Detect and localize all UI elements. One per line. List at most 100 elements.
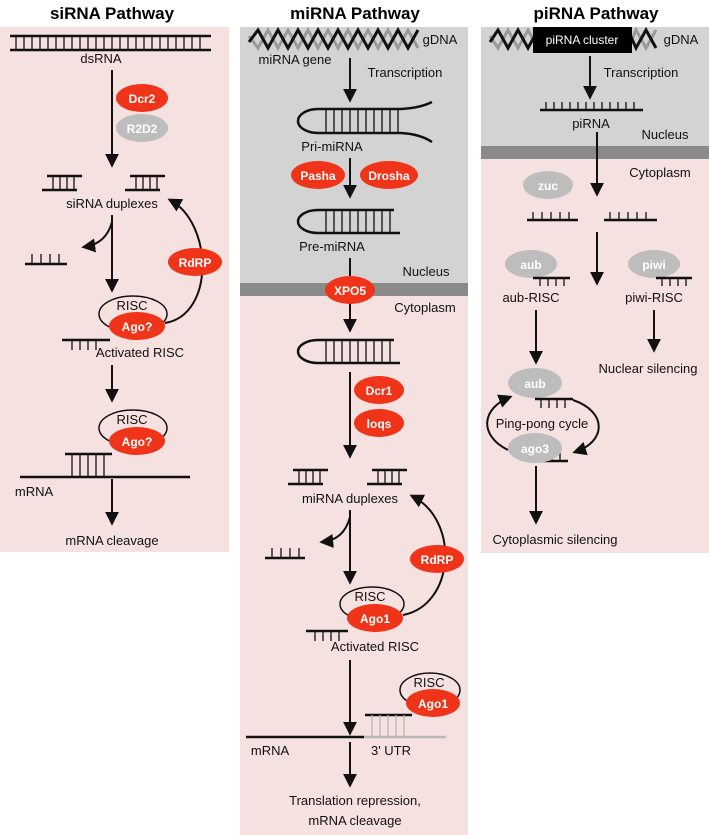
- pirna-title: piRNA Pathway: [533, 4, 659, 23]
- pirna-aub-enzyme-2: [508, 368, 562, 398]
- pirna-cytoplasm-label: Cytoplasm: [629, 165, 690, 180]
- sirna-rdrp-label: RdRP: [179, 256, 212, 270]
- mirna-exported-hairpin: [296, 338, 400, 365]
- mirna-outcome-label-1: Translation repression,: [289, 793, 421, 808]
- sirna-activated-strand: [62, 338, 110, 350]
- sirna-activated-label: Activated RISC: [96, 345, 184, 360]
- mirna-duplexes-label: miRNA duplexes: [302, 491, 399, 506]
- pirna-fragments: [527, 212, 657, 222]
- mirna-ago1-label-2: Ago1: [418, 697, 448, 711]
- mirna-title: miRNA Pathway: [290, 4, 420, 23]
- mirna-utr-label: 3' UTR: [371, 743, 411, 758]
- sirna-rdrp-enzyme: [168, 248, 222, 276]
- mirna-nucleus-label: Nucleus: [403, 264, 450, 279]
- pirna-membrane: [481, 146, 709, 159]
- pirna-piwi-label: piwi: [642, 258, 665, 272]
- pirna-piwi-risc-label: piwi-RISC: [625, 290, 683, 305]
- mirna-mrna-target: [246, 713, 446, 739]
- sirna-risc-label-1: RISC: [116, 298, 147, 313]
- sirna-r2d2-label: R2D2: [127, 122, 158, 136]
- sirna-duplex-left: [42, 174, 82, 192]
- mirna-gdna-helix: [247, 26, 420, 52]
- sirna-mrna-target: [20, 452, 190, 479]
- mirna-pasha-enzyme: [291, 161, 345, 189]
- mirna-pre-label: Pre-miRNA: [299, 239, 365, 254]
- mirna-ago1-enzyme-1: [347, 604, 403, 632]
- mirna-rdrp-label: RdRP: [421, 553, 454, 567]
- pirna-ago3-enzyme: [508, 433, 562, 463]
- mirna-duplex-right: [367, 468, 407, 486]
- mirna-dcr1-label: Dcr1: [366, 384, 393, 398]
- mirna-drosha-enzyme: [360, 161, 418, 189]
- mirna-activated-strand: [306, 629, 348, 641]
- pirna-cytoplasm-panel: [481, 159, 709, 553]
- pirna-nuclear-silencing-label: Nuclear silencing: [599, 361, 698, 376]
- sirna-duplex-right: [125, 174, 165, 192]
- mirna-outcome-label-2: mRNA cleavage: [308, 813, 401, 828]
- sirna-title: siRNA Pathway: [50, 4, 175, 23]
- pirna-pingpong-arrow-right: [572, 399, 600, 456]
- mirna-pri-label: Pri-miRNA: [301, 139, 363, 154]
- sirna-dcr2-label: Dcr2: [129, 92, 156, 106]
- sirna-risc-label-2: RISC: [116, 412, 147, 427]
- mirna-xpo5-label: XPO5: [334, 284, 366, 298]
- sirna-ago-label-1: Ago?: [122, 320, 153, 334]
- sirna-dsrna-rungs: [15, 36, 201, 50]
- pirna-gdna-label: gDNA: [664, 32, 699, 47]
- mirna-cytoplasm-label: Cytoplasm: [394, 300, 455, 315]
- mirna-dcr1-enzyme: [354, 376, 404, 404]
- sirna-discard-arrow: [81, 221, 113, 253]
- sirna-ago-enzyme-1: [109, 312, 165, 340]
- mirna-drosha-label: Drosha: [368, 169, 410, 183]
- sirna-ago-enzyme-2: [109, 427, 165, 455]
- mirna-xpo5-enzyme: [325, 276, 375, 304]
- mirna-nucleus-panel: [240, 27, 468, 283]
- mirna-ago1-enzyme-2: [406, 689, 460, 717]
- sirna-r2d2-enzyme: [116, 114, 168, 142]
- sirna-dsrna-ladder: [10, 34, 211, 52]
- pirna-aub-risc-label: aub-RISC: [502, 290, 559, 305]
- pirna-cluster-box: [533, 27, 632, 53]
- pirna-aub-label-2: aub: [524, 377, 545, 391]
- mirna-mrna-label: mRNA: [251, 743, 290, 758]
- pirna-transcript-label: piRNA: [572, 116, 610, 131]
- pirna-cytoplasmic-silencing-label: Cytoplasmic silencing: [493, 532, 618, 547]
- sirna-outcome-label: mRNA cleavage: [65, 533, 158, 548]
- mirna-risc-label-1: RISC: [354, 589, 385, 604]
- pirna-nucleus-label: Nucleus: [642, 127, 689, 142]
- sirna-duplexes-label: siRNA duplexes: [66, 196, 158, 211]
- mirna-loqs-label: loqs: [367, 417, 392, 431]
- mirna-gene-label: miRNA gene: [259, 52, 332, 67]
- sirna-mrna-label: mRNA: [15, 484, 54, 499]
- pirna-transcription-label: Transcription: [604, 65, 679, 80]
- mirna-gdna-label: gDNA: [423, 32, 458, 47]
- pirna-aub-label-1: aub: [520, 258, 541, 272]
- mirna-discarded-strand: [265, 548, 305, 560]
- mirna-discard-arrow: [319, 516, 351, 548]
- sirna-dcr2-enzyme: [116, 84, 168, 112]
- pirna-piwi-strand: [656, 276, 692, 286]
- pirna-pingpong-arrow-left: [486, 394, 513, 451]
- pirna-zuc-enzyme: [523, 171, 573, 199]
- pirna-pingpong-label: Ping-pong cycle: [496, 416, 589, 431]
- mirna-pre-hairpin: [296, 208, 400, 235]
- mirna-loqs-enzyme: [354, 409, 404, 437]
- mirna-pri-hairpin: [296, 100, 433, 144]
- mirna-ago1-label-1: Ago1: [360, 612, 390, 626]
- pirna-aub-enzyme-1: [505, 250, 557, 278]
- mirna-pasha-label: Pasha: [300, 169, 336, 183]
- sirna-ago-label-2: Ago?: [122, 435, 153, 449]
- mirna-duplex-left: [288, 468, 328, 486]
- mirna-activated-label: Activated RISC: [331, 639, 419, 654]
- pirna-zuc-label: zuc: [538, 179, 558, 193]
- sirna-cytoplasm-panel: [0, 27, 229, 552]
- pirna-transcript: [540, 102, 643, 112]
- mirna-transcription-label: Transcription: [368, 65, 443, 80]
- pirna-cluster-label: piRNA cluster: [546, 33, 619, 47]
- sirna-dsrna-label: dsRNA: [80, 51, 122, 66]
- pirna-aub-strand: [533, 276, 570, 286]
- pirna-piwi-enzyme: [628, 250, 680, 278]
- pirna-ago3-label: ago3: [521, 442, 549, 456]
- mirna-risc-label-2: RISC: [413, 675, 444, 690]
